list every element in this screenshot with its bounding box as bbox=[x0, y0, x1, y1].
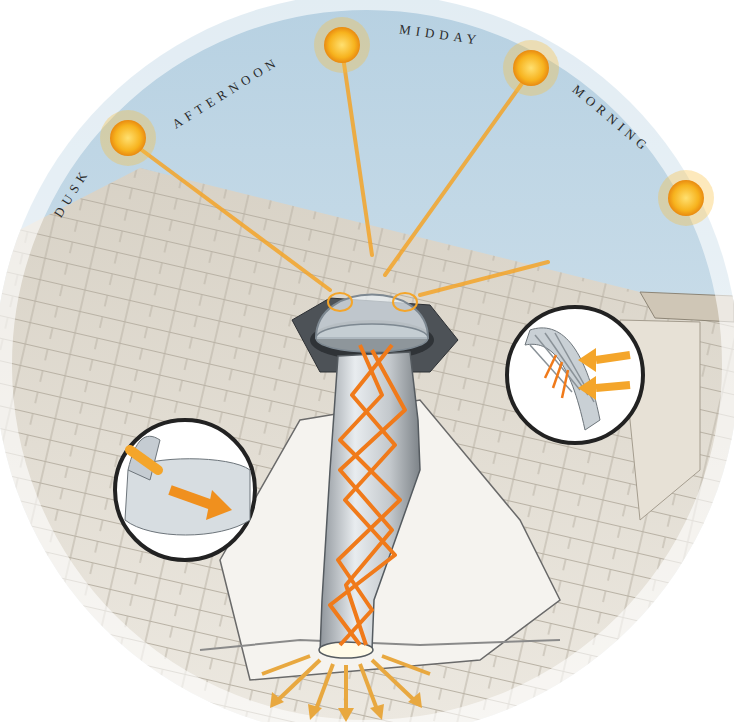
skylight-illustration bbox=[0, 0, 734, 722]
